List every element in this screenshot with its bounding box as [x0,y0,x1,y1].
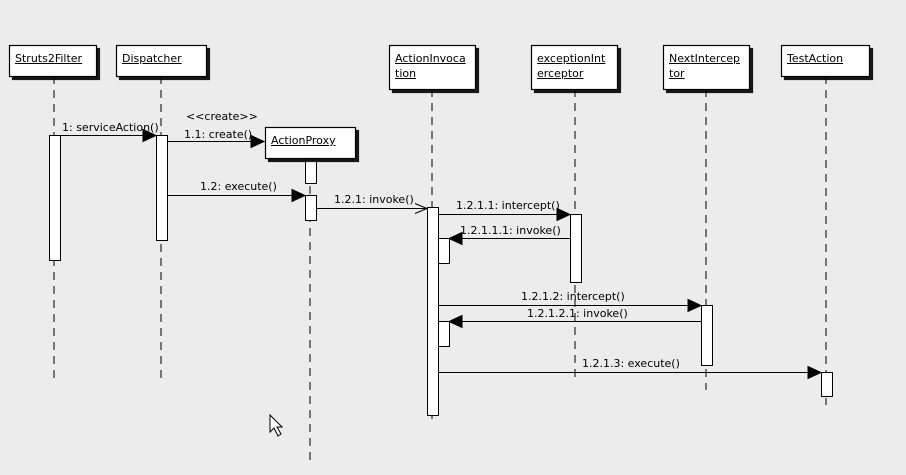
activation-bar-actioninvocation [427,207,439,416]
message-label-m4: 1.2.1: invoke() [334,193,414,206]
arrowhead-m3 [291,188,307,203]
object-box-struts2filter[interactable] [8,44,98,78]
message-label-m5: 1.2.1.1: intercept() [456,199,560,212]
activation-bar-actionproxy [305,195,317,221]
mouse-pointer-icon [269,413,284,437]
arrowhead-m2 [250,134,266,149]
arrowhead-m4 [414,203,429,214]
arrowhead-m1 [142,128,158,143]
object-name-actioninvocation: ActionInvoca tion [395,52,466,80]
object-name-exceptioninterceptor: exceptionInt erceptor [537,52,606,80]
object-name-testaction: TestAction [787,52,844,65]
arrowhead-m8 [447,314,463,329]
activation-bar-dispatcher [156,135,168,241]
message-label-m7: 1.2.1.2: intercept() [521,290,625,303]
message-label-m3: 1.2: execute() [200,180,277,193]
activation-bar-actionproxy [305,158,317,184]
object-box-dispatcher[interactable] [115,44,208,78]
activation-bar-exceptioninterceptor [570,214,582,283]
object-name-actionproxy: ActionProxy [271,134,336,147]
object-box-actionproxy[interactable] [264,126,357,160]
activation-bar-testaction [821,372,833,397]
arrowhead-m9 [807,365,823,380]
object-box-testaction[interactable] [780,44,871,78]
activation-bar-struts2filter [49,135,61,261]
arrowhead-m6 [447,231,463,246]
object-box-exceptioninterceptor[interactable] [530,44,619,91]
object-box-nextinterceptor[interactable] [662,44,751,91]
create-stereotype-label: <<create>> [186,110,258,123]
object-name-dispatcher: Dispatcher [122,52,182,65]
message-label-m2: 1.1: create() [184,128,253,141]
object-box-actioninvocation[interactable] [388,44,477,91]
message-label-m6: 1.2.1.1.1: invoke() [460,224,561,237]
message-label-m9: 1.2.1.3: execute() [582,357,680,370]
object-name-nextinterceptor: NextIntercep tor [669,52,741,80]
activation-bar-nextinterceptor [701,305,713,366]
arrowhead-m7 [687,298,703,313]
message-label-m8: 1.2.1.2.1: invoke() [527,307,628,320]
arrowhead-m5 [556,207,572,222]
object-name-struts2filter: Struts2Filter [15,52,83,65]
activation-bar-actioninvocation [438,238,450,264]
message-label-m1: 1: serviceAction() [62,121,159,134]
activation-bar-actioninvocation [438,321,450,347]
